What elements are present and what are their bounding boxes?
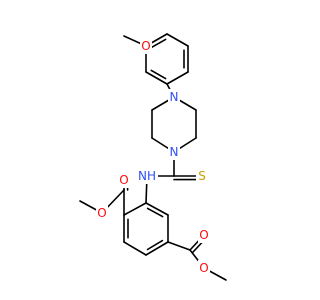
methoxy-oxygen-atom: O [140,38,152,54]
thione-sulfur-atom: S [196,168,208,184]
bond-b1-b2 [123,202,147,216]
piperazine-bottom-nitrogen-atom: N [168,144,180,160]
bond-b5-ec2 [167,241,191,251]
ester2-carbonyl-oxygen-label: O [199,228,208,242]
bond-inner-b4-b5 [146,239,164,251]
ester2-ether-oxygen-atom: O [198,260,210,276]
ester1-carbonyl-oxygen-atom: O [118,172,130,188]
ester2-ether-oxygen-label: O [199,261,208,275]
bond-inner-b6-b1 [146,207,164,218]
amide-nitrogen-atom: NH [136,168,158,184]
bond-b3-b4 [123,241,147,256]
bond-inner-a6-a1 [150,38,167,49]
bond-a3-a4 [166,71,189,85]
bond-a4-a5 [145,71,168,85]
piperazine-bottom-nitrogen-label: N [170,145,179,159]
ester1-ether-oxygen-label: O [97,206,106,220]
ester1-carbonyl-oxygen-label: O [119,173,128,187]
piperazine-top-nitrogen-atom: N [168,89,180,105]
bond-inner-a4-a5 [150,69,167,80]
thione-sulfur-label: S [198,169,206,183]
ester1-ether-oxygen-atom: O [96,205,108,221]
bond-b6-b1 [145,202,169,216]
bond-a1-a2 [166,33,189,47]
amide-nh-label: NH [138,169,156,183]
bond-layer [79,33,227,281]
bond-b4-b5 [145,241,169,256]
piperazine-top-nitrogen-label: N [170,90,179,104]
atom-label-layer: O N N S NH O O O [96,38,210,276]
molecule-structure: O N N S NH O O O [79,33,227,281]
methoxy-oxygen-label: O [141,39,150,53]
ester2-carbonyl-oxygen-atom: O [198,227,210,243]
